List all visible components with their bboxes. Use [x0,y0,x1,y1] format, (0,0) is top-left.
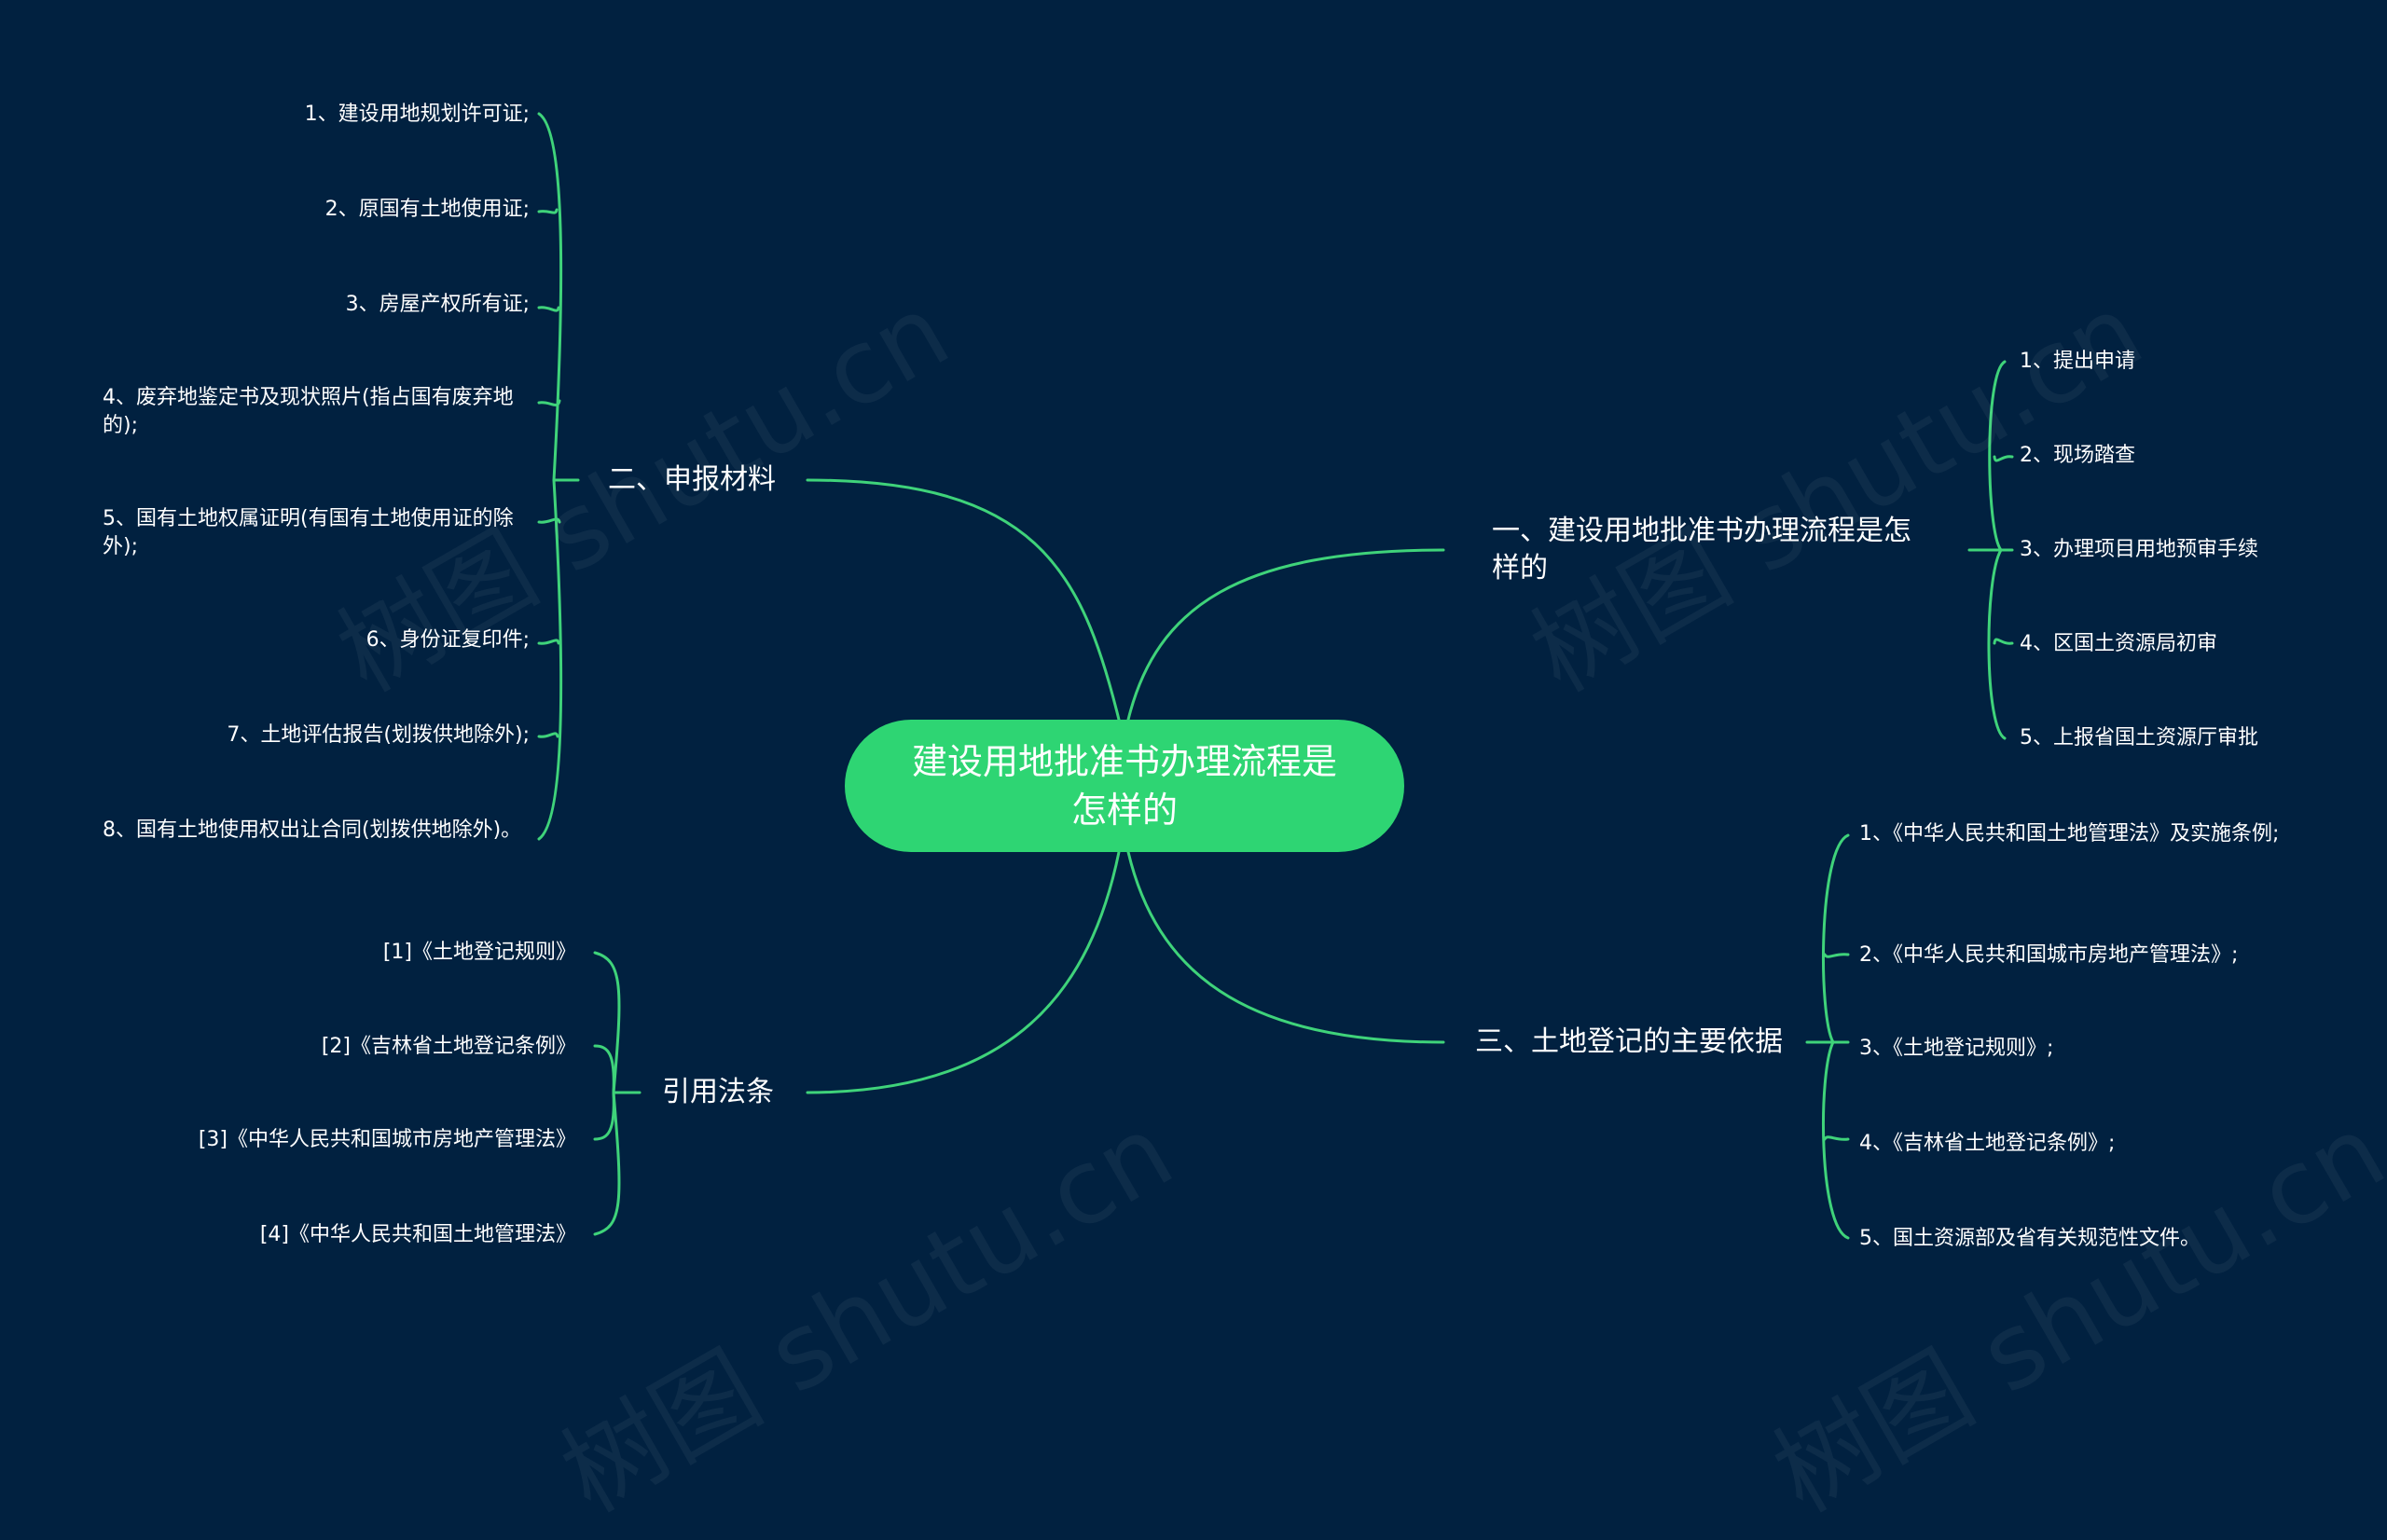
link-root-b3 [1126,850,1445,1044]
branch-1-item[interactable]: 3、办理项目用地预审手续 [2020,538,2258,561]
branch-1-item[interactable]: 1、提出申请 [2020,350,2135,373]
branch-2-label[interactable]: 二、申报材料 [608,463,776,496]
branch-3-item[interactable]: 4、《吉林省土地登记条例》; [1859,1132,2116,1155]
connector-lines [537,112,2014,1240]
link-root-b2 [806,478,1121,722]
link-root-b1 [1126,548,1445,722]
branch-4-item[interactable]: [3]《中华人民共和国城市房地产管理法》 [198,1128,576,1151]
link-root-b4 [806,850,1121,1094]
root-label: 建设用地批准书办理流程是怎样的 [911,741,1337,831]
branch-1-item[interactable]: 4、区国土资源局初审 [2020,632,2217,655]
root-node[interactable]: 建设用地批准书办理流程是怎样的 [845,720,1404,852]
branch-3-item[interactable]: 3、《土地登记规则》; [1859,1037,2054,1060]
branch-2-item[interactable]: 6、身份证复印件; [366,628,530,652]
branch-3-label[interactable]: 三、土地登记的主要依据 [1475,1025,1783,1058]
branch-4-label[interactable]: 引用法条 [662,1076,774,1108]
branch-1-item[interactable]: 2、现场踏查 [2020,444,2135,467]
branch-2-item[interactable]: 2、原国有土地使用证; [324,198,530,221]
branch-3-item[interactable]: 5、国土资源部及省有关规范性文件。 [1859,1227,2201,1250]
branch-2-item[interactable]: 3、房屋产权所有证; [345,293,530,316]
bracket-b4 [593,951,621,1236]
branch-2-item[interactable]: 4、废弃地鉴定书及现状照片(指占国有废弃地的); [103,386,514,437]
branch-4-item[interactable]: [1]《土地登记规则》 [382,941,576,964]
bracket-b3 [1822,833,1850,1240]
branch-1-label[interactable]: 一、建设用地批准书办理流程是怎样的 [1492,515,1911,584]
branch-3-item[interactable]: 2、《中华人民共和国城市房地产管理法》; [1859,943,2239,967]
branch-2-item[interactable]: 7、土地评估报告(划拨供地除外); [227,723,530,747]
branch-2-item[interactable]: 5、国有土地权属证明(有国有土地使用证的除外); [103,507,514,558]
branch-2-item[interactable]: 1、建设用地规划许可证; [304,103,530,126]
branch-3-item[interactable]: 1、《中华人民共和国土地管理法》及实施条例; [1859,822,2280,846]
branch-4-item[interactable]: [4]《中华人民共和国土地管理法》 [259,1223,576,1246]
branch-4-item[interactable]: [2]《吉林省土地登记条例》 [321,1035,576,1058]
branch-2-item[interactable]: 8、国有土地使用权出让合同(划拨供地除外)。 [103,818,522,842]
branch-1-item[interactable]: 5、上报省国土资源厅审批 [2020,726,2258,749]
bracket-b1 [1987,360,2007,740]
